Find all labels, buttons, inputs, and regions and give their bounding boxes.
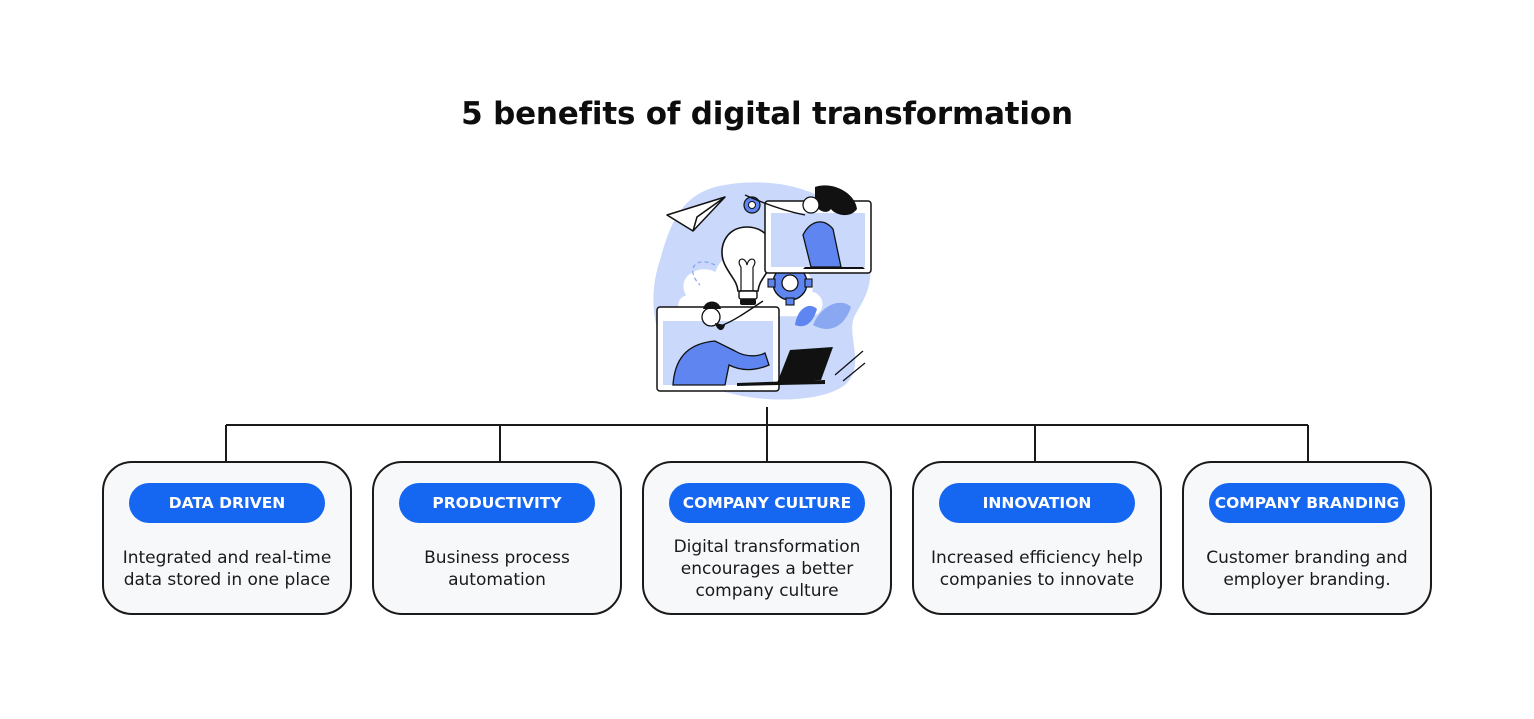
benefit-label: PRODUCTIVITY (399, 483, 595, 523)
gear-icon (767, 260, 813, 306)
benefit-card-productivity: PRODUCTIVITY Business process automation (372, 461, 622, 615)
benefit-card-innovation: INNOVATION Increased efficiency help com… (912, 461, 1162, 615)
paper-plane-icon (666, 196, 726, 232)
laptop-icon (737, 347, 833, 386)
page-title: 5 benefits of digital transformation (461, 96, 1073, 132)
benefit-card-company-culture: COMPANY CULTURE Digital transformation e… (642, 461, 892, 615)
small-gear-icon (743, 196, 761, 214)
benefit-card-data-driven: DATA DRIVEN Integrated and real-time dat… (102, 461, 352, 615)
benefit-description: Integrated and real-time data stored in … (122, 548, 332, 590)
woman-window (744, 185, 872, 274)
benefit-label: COMPANY BRANDING (1209, 483, 1405, 523)
benefit-label: COMPANY CULTURE (669, 483, 865, 523)
digital-transformation-illustration (653, 182, 872, 400)
benefit-label: DATA DRIVEN (129, 483, 325, 523)
man-window (656, 300, 780, 392)
benefit-label: INNOVATION (939, 483, 1135, 523)
benefit-description: Increased efficiency help companies to i… (931, 548, 1143, 590)
benefit-description: Customer branding and employer branding. (1206, 548, 1408, 590)
leaf-icon (795, 302, 851, 329)
benefit-description: Digital transformation encourages a bett… (673, 537, 861, 601)
benefit-card-company-branding: COMPANY BRANDING Customer branding and e… (1182, 461, 1432, 615)
light-bulb-icon (721, 226, 775, 305)
benefit-description: Business process automation (424, 548, 570, 590)
